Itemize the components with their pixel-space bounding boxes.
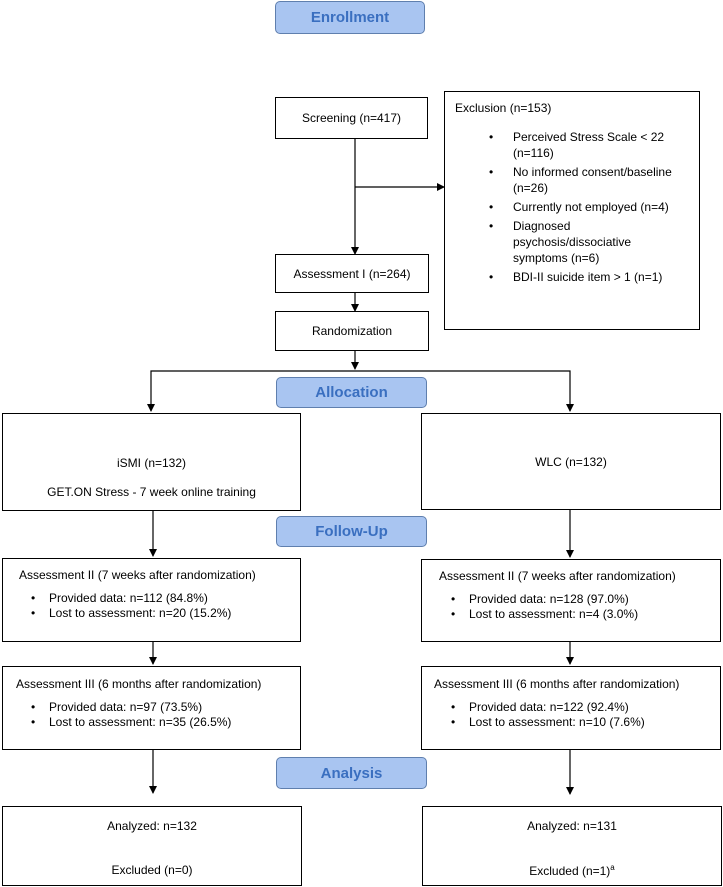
ismi-title: iSMI (n=132) — [116, 456, 187, 470]
wlc-analysis-box: Analyzed: n=131 Excluded (n=1)a — [422, 806, 722, 886]
assessment-1-box: Assessment I (n=264) — [275, 254, 429, 293]
screening-label: Screening (n=417) — [301, 111, 402, 125]
list-item: Provided data: n=112 (84.8%) — [19, 591, 300, 606]
list-item: Lost to assessment: n=35 (26.5%) — [19, 715, 300, 730]
arrow-split-to-ismi — [147, 370, 355, 412]
phase-follow-up: Follow-Up — [276, 516, 427, 547]
wlc-analyzed: Analyzed: n=131 — [527, 819, 617, 833]
exclusion-title: Exclusion (n=153) — [455, 101, 552, 115]
wlc-assessment-3-list: Provided data: n=122 (92.4%) Lost to ass… — [434, 700, 720, 730]
list-item: Lost to assessment: n=20 (15.2%) — [19, 606, 300, 621]
list-item: Lost to assessment: n=4 (3.0%) — [439, 607, 720, 622]
phase-enrollment: Enrollment — [275, 1, 425, 34]
wlc-excluded: Excluded (n=1) — [529, 864, 611, 878]
assessment-1-label: Assessment I (n=264) — [293, 266, 411, 281]
ismi-assessment-3-list: Provided data: n=97 (73.5%) Lost to asse… — [16, 700, 300, 730]
randomization-box: Randomization — [275, 311, 429, 351]
screening-box: Screening (n=417) — [275, 97, 428, 139]
ismi-analyzed: Analyzed: n=132 — [107, 819, 197, 833]
list-item: Provided data: n=97 (73.5%) — [19, 700, 300, 715]
exclusion-item: BDI-II suicide item > 1 (n=1) — [455, 269, 689, 285]
wlc-assessment-2-box: Assessment II (7 weeks after randomizati… — [421, 559, 721, 642]
randomization-label: Randomization — [311, 324, 393, 338]
exclusion-item: Currently not employed (n=4) — [455, 199, 689, 215]
wlc-assessment-2-title: Assessment II (7 weeks after randomizati… — [439, 569, 676, 583]
ismi-subtitle: GET.ON Stress - 7 week online training — [47, 485, 256, 499]
exclusion-box: Exclusion (n=153) Perceived Stress Scale… — [444, 91, 700, 330]
ismi-excluded: Excluded (n=0) — [111, 863, 193, 877]
ismi-assessment-3-box: Assessment III (6 months after randomiza… — [2, 666, 301, 750]
list-item: Provided data: n=122 (92.4%) — [439, 700, 720, 715]
wlc-assessment-2-list: Provided data: n=128 (97.0%) Lost to ass… — [439, 592, 720, 622]
arrow-split-to-wlc — [355, 370, 574, 412]
ismi-assessment-2-box: Assessment II (7 weeks after randomizati… — [2, 558, 301, 642]
exclusion-item: No informed consent/baseline (n=26) — [455, 164, 689, 196]
list-item: Provided data: n=128 (97.0%) — [439, 592, 720, 607]
wlc-title: WLC (n=132) — [535, 454, 607, 469]
exclusion-item: Perceived Stress Scale < 22 (n=116) — [455, 129, 689, 161]
footnote-marker: a — [610, 863, 615, 872]
wlc-excluded-line: Excluded (n=1)a — [423, 863, 721, 878]
wlc-assessment-3-box: Assessment III (6 months after randomiza… — [421, 666, 721, 750]
ismi-assessment-2-title: Assessment II (7 weeks after randomizati… — [19, 568, 256, 582]
phase-analysis: Analysis — [276, 757, 427, 789]
ismi-assessment-2-list: Provided data: n=112 (84.8%) Lost to ass… — [19, 591, 300, 621]
phase-allocation: Allocation — [276, 377, 427, 408]
ismi-assessment-3-title: Assessment III (6 months after randomiza… — [16, 677, 262, 691]
exclusion-item: Diagnosed psychosis/dissociative symptom… — [455, 218, 689, 266]
ismi-box: iSMI (n=132) GET.ON Stress - 7 week onli… — [2, 413, 301, 511]
wlc-box: WLC (n=132) — [421, 413, 721, 510]
wlc-assessment-3-title: Assessment III (6 months after randomiza… — [434, 677, 680, 691]
ismi-analysis-box: Analyzed: n=132 Excluded (n=0) — [2, 806, 302, 886]
exclusion-list: Perceived Stress Scale < 22 (n=116) No i… — [455, 129, 689, 285]
list-item: Lost to assessment: n=10 (7.6%) — [439, 715, 720, 730]
